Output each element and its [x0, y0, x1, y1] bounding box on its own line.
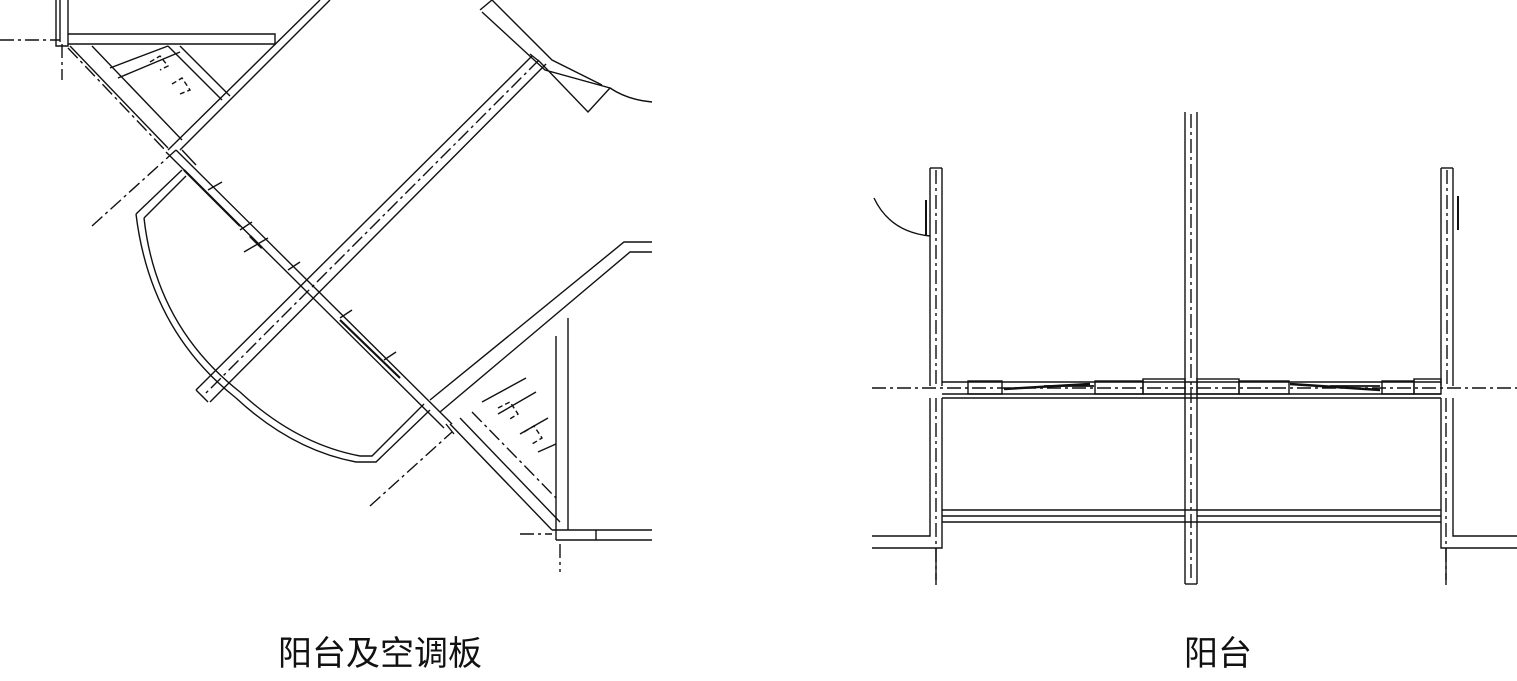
plan-right [872, 112, 1517, 585]
wall-notch-top-right [479, 0, 653, 114]
diagonal-wall-lower [429, 241, 652, 435]
caption-balcony: 阳台 [1184, 634, 1252, 674]
left-bottom-right-corner [520, 318, 652, 572]
right-plan-bottom-walls [872, 398, 1517, 549]
ac-slab-upper [67, 45, 231, 151]
right-plan-left-wall [925, 167, 943, 585]
balcony-slab-edge [942, 509, 1441, 523]
plan-left [0, 0, 653, 572]
diagonal-wall-central [195, 55, 547, 403]
diagonal-wall-upper [167, 0, 331, 166]
left-top-corner [0, 0, 276, 80]
balcony-curved-rail [135, 169, 431, 463]
balcony-window-line [91, 149, 453, 429]
right-plan-center-wall [1184, 112, 1198, 585]
right-plan-right-wall [1440, 167, 1459, 585]
ac-slab-lower [369, 377, 561, 531]
door-swing-arc [873, 197, 931, 237]
balcony-window-strip [942, 378, 1442, 399]
caption-balcony-and-ac-slab: 阳台及空调板 [278, 634, 482, 674]
